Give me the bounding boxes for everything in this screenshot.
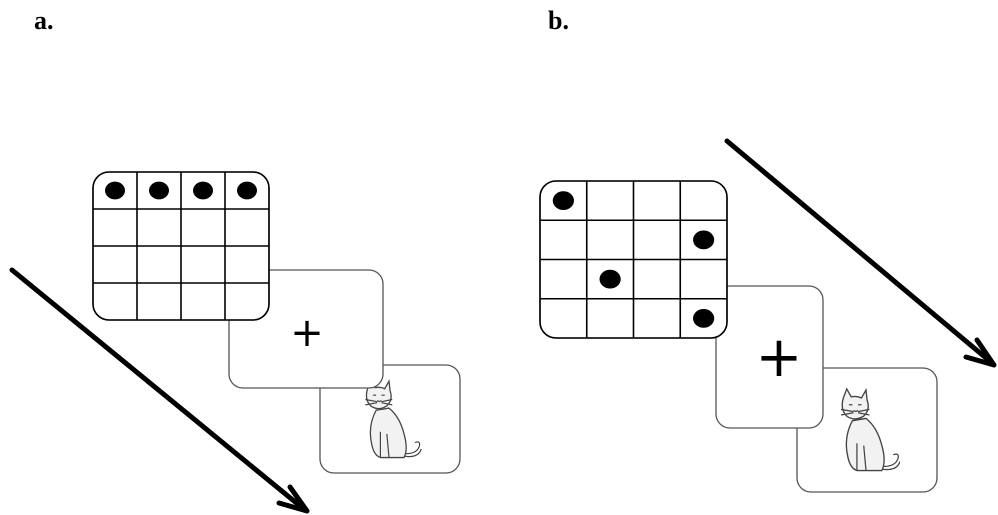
panel-a-grid-dot (105, 181, 125, 200)
panel-a-grid-card (92, 171, 270, 321)
panel-a-grid (92, 171, 270, 321)
panel-b-grid-dot (693, 308, 715, 328)
panel-b-fixation-card: + (715, 285, 824, 429)
panel-b-grid-card (539, 180, 728, 339)
panel-b: + (539, 138, 997, 493)
panel-a-grid-dot (237, 181, 257, 200)
panel-b-fixation-cross: + (756, 325, 803, 390)
panel-b-grid-dot (552, 191, 574, 211)
panel-a-stimulus-card (319, 364, 461, 474)
panel-b-grid-dot (599, 269, 621, 289)
panel-b-grid-dot (693, 230, 715, 250)
panel-b-stimulus-card (796, 367, 938, 493)
panel-b-arrow-icon (724, 138, 997, 368)
panel-a-grid-dot (149, 181, 169, 200)
panel-a: + (9, 171, 461, 514)
panel-b-label: b. (548, 6, 569, 35)
panel-a-arrow-icon (9, 267, 310, 514)
panel-a-grid-border (92, 171, 270, 321)
panel-a-fixation-cross: + (290, 310, 324, 356)
panel-b-grid-border (539, 180, 728, 339)
panel-a-grid-dot (193, 181, 213, 200)
panel-b-grid (539, 180, 728, 339)
panel-a-label: a. (34, 6, 54, 35)
